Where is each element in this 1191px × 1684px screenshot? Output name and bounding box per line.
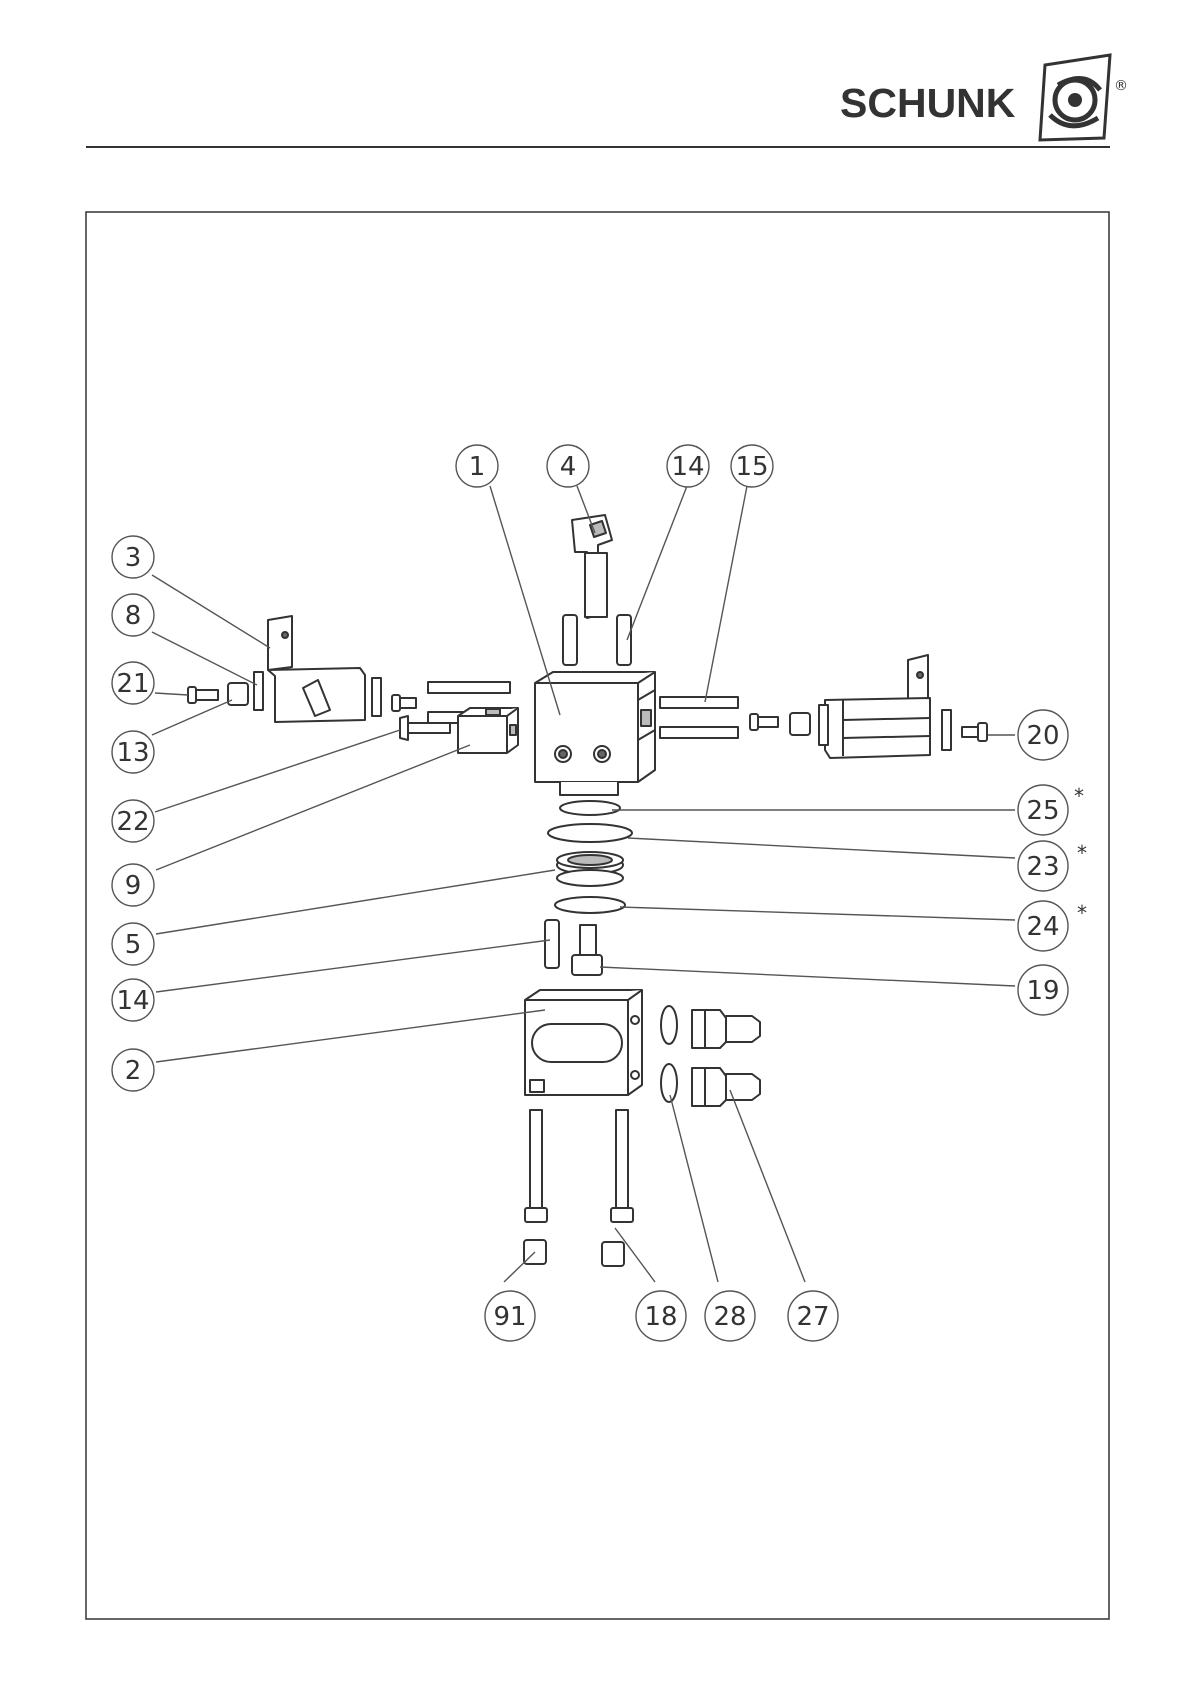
callout-18: 18: [636, 1291, 686, 1341]
svg-text:18: 18: [644, 1302, 677, 1332]
svg-text:14: 14: [671, 452, 704, 482]
svg-text:23: 23: [1026, 852, 1059, 882]
part-28-seal-lower: [661, 1064, 677, 1102]
asterisk-25: *: [1074, 784, 1084, 808]
callout-21: 21: [112, 662, 154, 704]
part-spacer-left-inner: [372, 678, 381, 716]
part-screw-right-inner: [750, 714, 778, 730]
callout-25: 25: [1018, 785, 1068, 835]
callout-14-lower: 14: [112, 979, 154, 1021]
drawing-frame: [86, 212, 1109, 1619]
part-nut-right: [790, 713, 810, 735]
part-27-fitting-upper: [692, 1010, 760, 1048]
svg-text:14: 14: [116, 986, 149, 1016]
registered-mark: ®: [1114, 78, 1128, 94]
schunk-logo: SCHUNK ®: [840, 55, 1128, 140]
part-19-screw: [572, 925, 602, 975]
svg-text:21: 21: [116, 669, 149, 699]
part-long-screw-left: [525, 1110, 547, 1222]
svg-text:3: 3: [125, 543, 142, 573]
callout-28: 28: [705, 1291, 755, 1341]
asterisk-23: *: [1077, 841, 1087, 865]
callout-23: 23: [1018, 841, 1068, 891]
callout-19: 19: [1018, 965, 1068, 1015]
pin-left-top: [563, 615, 577, 665]
part-24-oring: [555, 897, 625, 913]
callout-13: 13: [112, 731, 154, 773]
part-lower-housing: [525, 990, 642, 1095]
svg-text:27: 27: [796, 1302, 829, 1332]
part-13-nut: [228, 683, 248, 705]
svg-text:9: 9: [125, 871, 142, 901]
part-spacer-right: [819, 705, 828, 745]
pin-right-top: [617, 615, 631, 665]
svg-text:20: 20: [1026, 721, 1059, 751]
part-left-jaw: [268, 616, 365, 722]
svg-text:2: 2: [125, 1056, 142, 1086]
callout-2: 2: [112, 1049, 154, 1091]
part-28-seal-upper: [661, 1006, 677, 1044]
part-5-piston-seal: [557, 852, 623, 886]
part-25-oring: [560, 801, 620, 815]
brand-name: SCHUNK: [840, 80, 1016, 126]
pin-lower: [545, 920, 559, 968]
callout-5: 5: [112, 923, 154, 965]
callout-27: 27: [788, 1291, 838, 1341]
part-spacer-right-outer: [942, 710, 951, 750]
part-21-screw: [188, 687, 218, 703]
callout-9: 9: [112, 864, 154, 906]
svg-text:22: 22: [116, 807, 149, 837]
logo-emblem-icon: [1040, 55, 1110, 140]
svg-text:8: 8: [125, 601, 142, 631]
callout-91: 91: [485, 1291, 535, 1341]
callout-15: 15: [731, 445, 773, 487]
svg-text:28: 28: [713, 1302, 746, 1332]
asterisk-24: *: [1077, 901, 1087, 925]
svg-text:4: 4: [560, 452, 577, 482]
part-8-spacer-left: [254, 672, 263, 710]
part-20-screw: [962, 723, 987, 741]
svg-text:5: 5: [125, 930, 142, 960]
svg-text:25: 25: [1026, 796, 1059, 826]
svg-text:24: 24: [1026, 912, 1059, 942]
callout-4: 4: [547, 445, 589, 487]
part-18-cap: [602, 1242, 624, 1266]
svg-text:13: 13: [116, 738, 149, 768]
part-long-screw-right: [611, 1110, 633, 1222]
part-right-jaw: [825, 655, 930, 758]
callout-3: 3: [112, 536, 154, 578]
part-small-screw-left: [392, 695, 416, 711]
callout-22: 22: [112, 800, 154, 842]
svg-text:1: 1: [469, 452, 486, 482]
callout-14-top: 14: [667, 445, 709, 487]
part-27-fitting-lower: [692, 1068, 760, 1106]
svg-text:91: 91: [493, 1302, 526, 1332]
wear-part-markers: * * *: [1074, 784, 1087, 925]
part-slider-top: [572, 515, 612, 618]
part-23-oring: [548, 824, 632, 842]
svg-text:19: 19: [1026, 976, 1059, 1006]
callout-20: 20: [1018, 710, 1068, 760]
callout-1: 1: [456, 445, 498, 487]
callout-8: 8: [112, 594, 154, 636]
callout-24: 24: [1018, 901, 1068, 951]
svg-text:15: 15: [735, 452, 768, 482]
